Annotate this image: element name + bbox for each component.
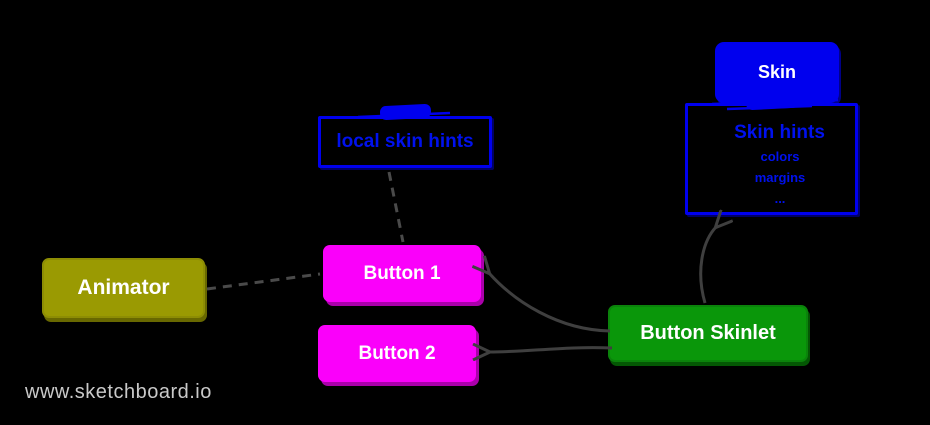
node-skin[interactable]: Skin (715, 42, 839, 103)
edge-animator-button1[interactable] (206, 272, 321, 291)
node-skin-label: Skin (757, 62, 796, 82)
node-animator-label: Animator (77, 276, 170, 299)
edge-localskinhints-button1[interactable] (387, 171, 405, 243)
node-button2[interactable]: Button 2 (318, 325, 476, 382)
node-button-skinlet-label: Button Skinlet (640, 322, 776, 344)
node-local-skin-hints-label: local skin hints (336, 131, 474, 152)
edge-buttonskinlet-button1[interactable] (489, 273, 611, 333)
node-button1-label: Button 1 (363, 262, 441, 284)
skin-hints-item: ... (774, 191, 786, 206)
skin-hints-item: margins (754, 170, 806, 185)
skin-hints-item: colors (760, 149, 800, 164)
node-button-skinlet[interactable]: Button Skinlet (608, 305, 808, 362)
sketchboard-watermark: www.sketchboard.io (25, 381, 212, 403)
node-button1[interactable]: Button 1 (323, 245, 481, 302)
node-skin-hints[interactable]: Skin hints colors margins ... (685, 103, 858, 215)
node-animator[interactable]: Animator (42, 258, 205, 318)
skin-hints-title: Skin hints (734, 122, 825, 143)
edge-buttonskinlet-skinhints[interactable] (699, 227, 716, 304)
edge-buttonskinlet-button2[interactable] (489, 348, 613, 352)
node-button2-label: Button 2 (358, 342, 436, 364)
node-local-skin-hints[interactable]: local skin hints (318, 116, 492, 168)
